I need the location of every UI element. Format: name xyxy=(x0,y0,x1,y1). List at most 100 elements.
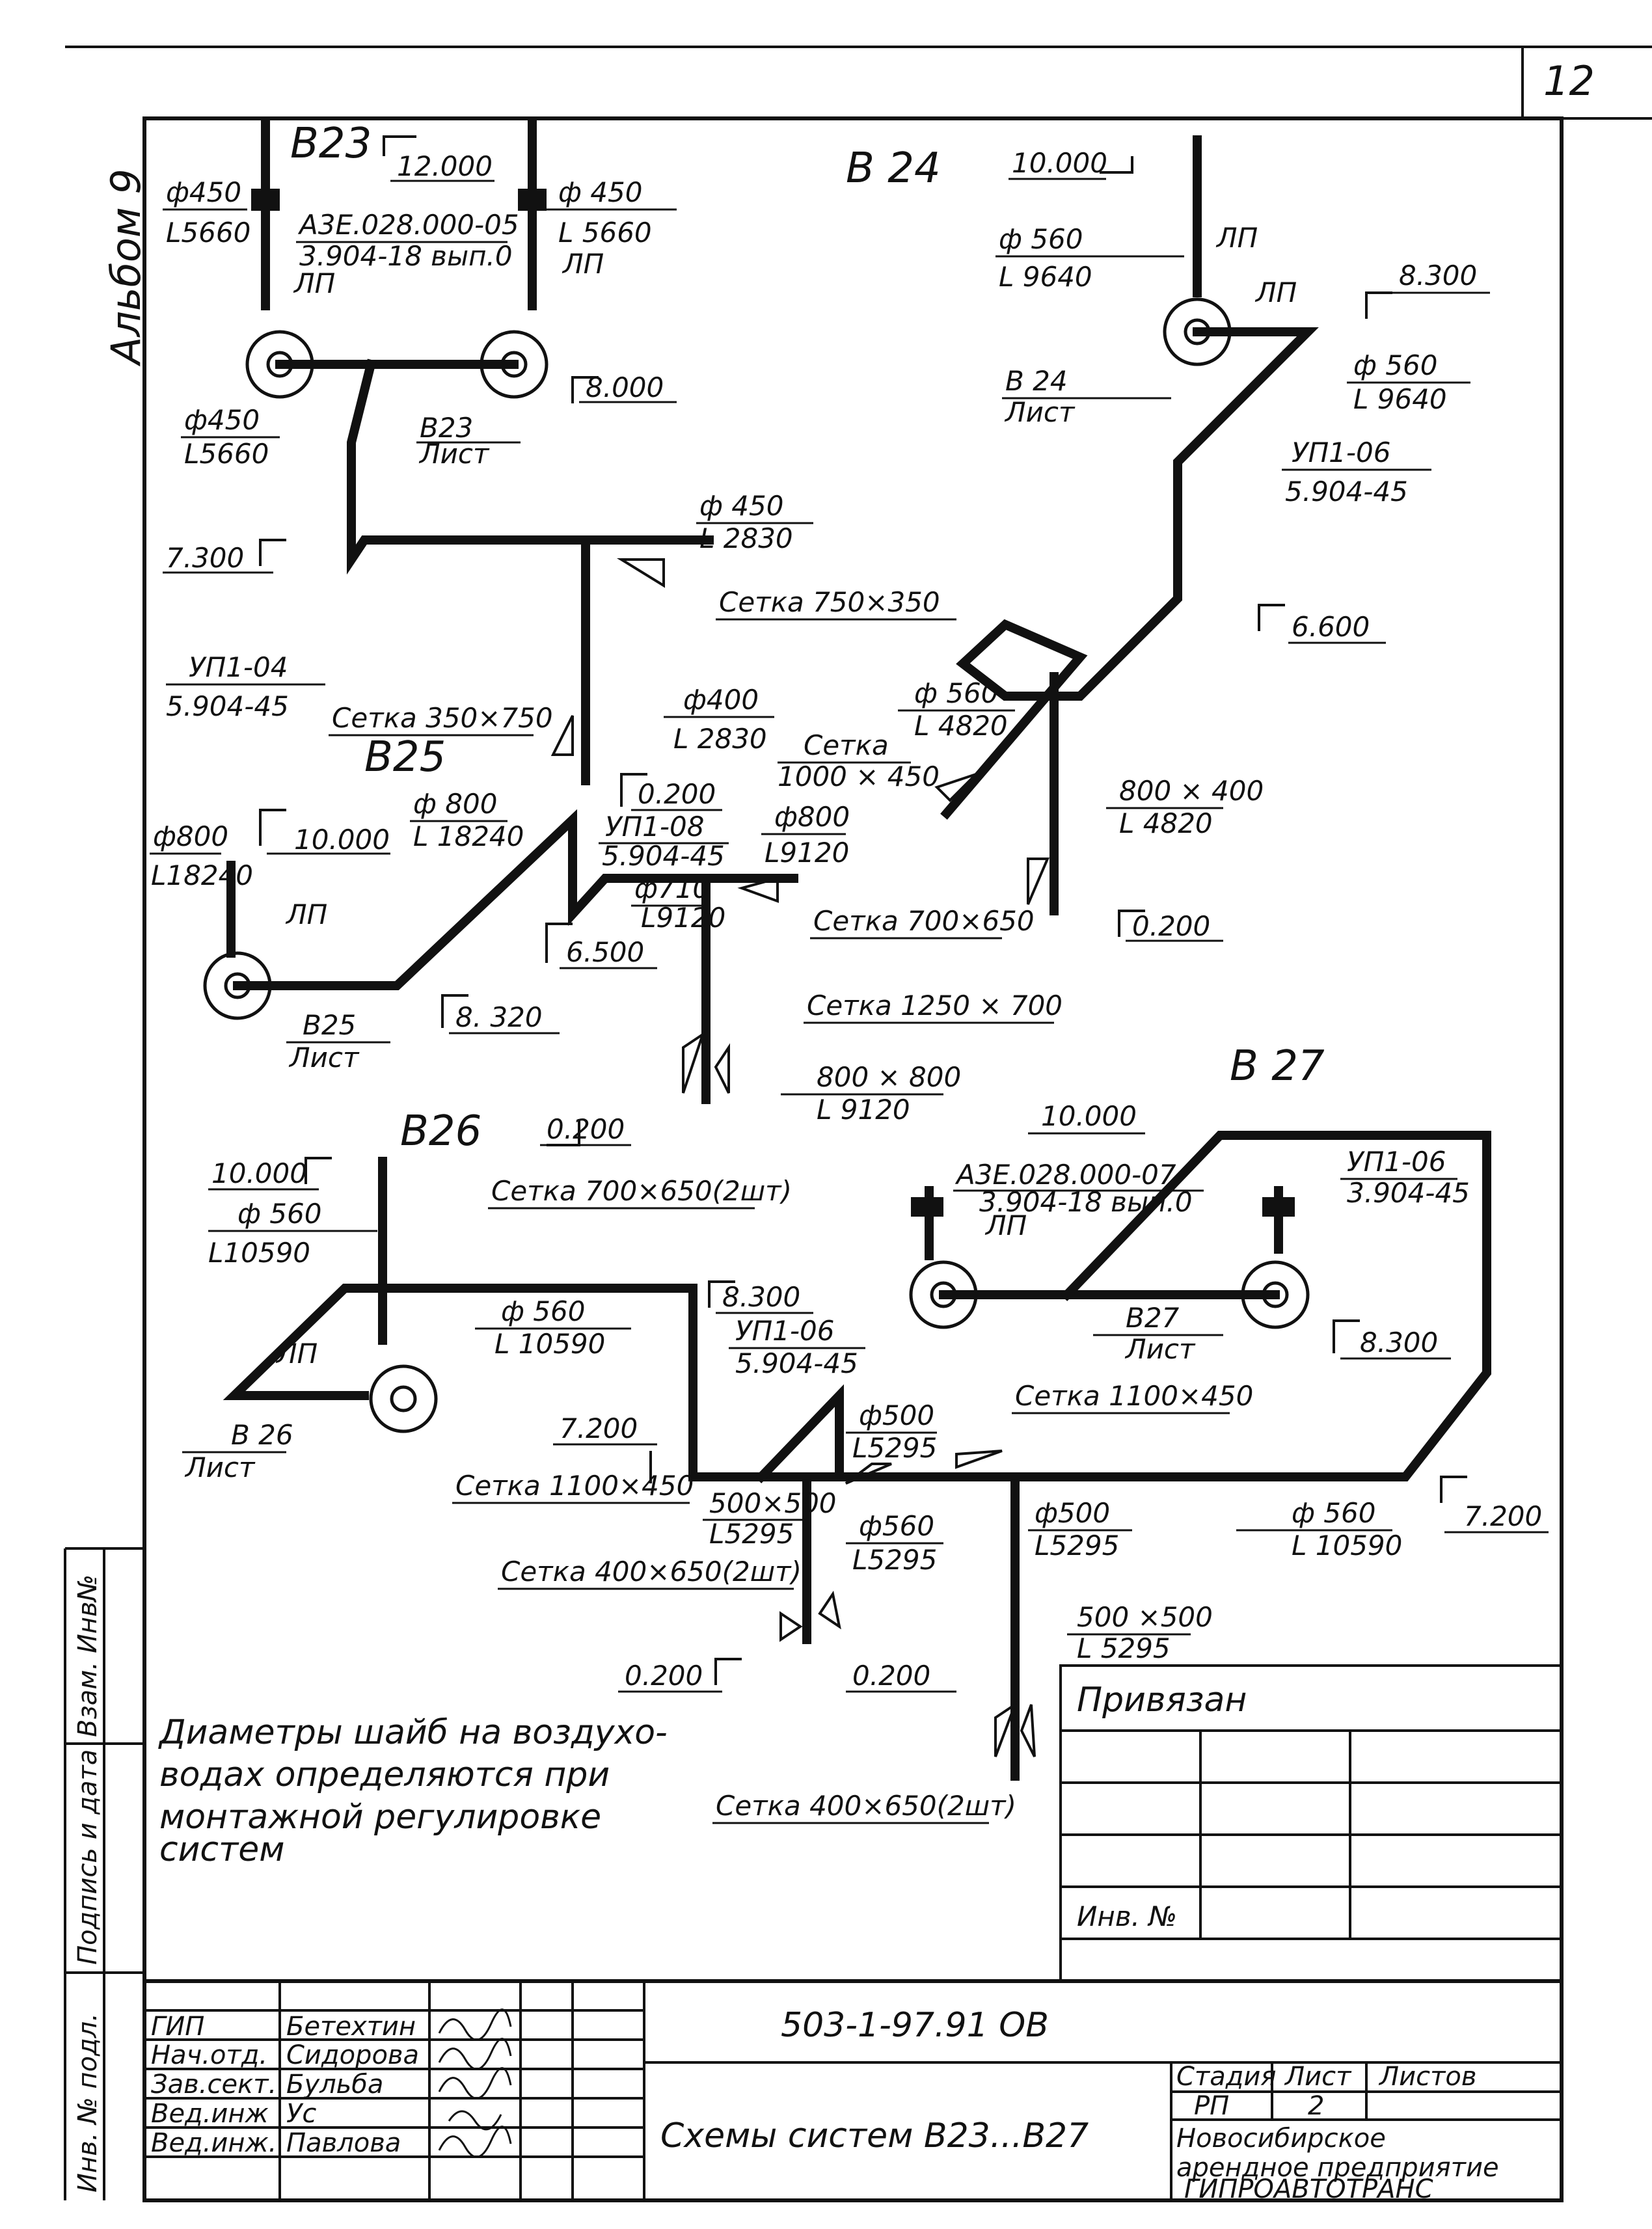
b26-L2: L 10590 xyxy=(494,1328,605,1360)
attachment-title: Привязан xyxy=(1077,1681,1247,1720)
b24-sheet-num: В 24 xyxy=(1005,365,1068,397)
b23-phi-400: ф400 xyxy=(683,684,759,716)
b24-L2: L 9640 xyxy=(1353,383,1447,415)
b23-a3e-2: 3.904-18 вып.0 xyxy=(299,240,513,272)
b23-elev8-marker xyxy=(571,376,599,403)
b27-grille-1100 xyxy=(955,1450,1003,1469)
role-3: Зав.сект. xyxy=(151,2070,277,2100)
attachment-inv: Инв. № xyxy=(1077,1900,1177,1932)
b25-L-left: L18240 xyxy=(151,859,253,891)
b27-elev-8300: 8.300 xyxy=(1360,1327,1438,1358)
side-label-inv: Инв. № подл. xyxy=(73,2013,103,2193)
name-4: Ус xyxy=(286,2099,316,2129)
role-2: Нач.отд. xyxy=(151,2040,267,2070)
b24-title: В 24 xyxy=(846,144,941,193)
b24-phi: ф 560 xyxy=(999,223,1083,255)
b24-800-400: 800 × 400 xyxy=(1119,775,1264,807)
b27-upl06: УП1-06 xyxy=(1347,1146,1446,1178)
b25-800-800: 800 × 800 xyxy=(817,1061,961,1093)
b23-title: В23 xyxy=(290,120,372,168)
b23-L-right: L 5660 xyxy=(558,217,652,249)
b26-elev02b-marker xyxy=(714,1658,742,1685)
sheets-header: Листов xyxy=(1378,2062,1476,2092)
b23-L-low: L5660 xyxy=(184,438,269,470)
b24-elev-10000: 10.000 xyxy=(1012,147,1107,179)
system-b26: В26 0.200 Сетка 700×650(2шт) 10.000 ф 56… xyxy=(182,1107,956,1693)
b23-phi-low: ф450 xyxy=(184,404,260,436)
b24-elev-0200: 0.200 xyxy=(1132,910,1210,942)
b23-elev-7300: 7.300 xyxy=(166,542,244,574)
b27-elev83-marker xyxy=(1333,1319,1360,1353)
b24-setka-1000-2: 1000 × 450 xyxy=(778,761,940,792)
b23-phi-right: ф 450 xyxy=(558,176,642,208)
b26-elev10-marker xyxy=(305,1157,332,1184)
b27-L5295b: L 5295 xyxy=(1077,1632,1171,1664)
b24-sheet-label: Лист xyxy=(1004,396,1076,428)
role-5: Вед.инж. xyxy=(151,2128,277,2158)
b26-elev-0200: 0.200 xyxy=(547,1113,625,1145)
b25-sheet-label: Лист xyxy=(288,1042,360,1074)
b26-fan-hub xyxy=(390,1385,417,1412)
b24-elev-6600: 6.600 xyxy=(1292,611,1370,643)
doc-code: 503-1-97.91 ОВ xyxy=(781,2006,1049,2045)
b25-setka-1250: Сетка 1250 × 700 xyxy=(807,990,1063,1021)
b24-main-duct xyxy=(940,327,1319,820)
b23-L-2830b: L 2830 xyxy=(673,723,767,755)
b26-elev83-marker xyxy=(708,1280,735,1308)
b26-phi560: ф560 xyxy=(859,1510,934,1542)
signature-2 xyxy=(438,2038,512,2070)
b26-L5295: L5295 xyxy=(709,1518,794,1550)
page-number: 12 xyxy=(1543,57,1595,105)
b27-L5295: L5295 xyxy=(1035,1530,1119,1561)
signature-1 xyxy=(438,2008,512,2041)
system-b27: В 27 10.000 А3Е.028.000-07 3.904-18 вып.… xyxy=(712,1042,1549,1824)
b24-phi2: ф 560 xyxy=(1353,349,1437,381)
org-line-2: арендное предприятие xyxy=(1176,2153,1499,2183)
album-label: Альбом 9 xyxy=(102,169,150,367)
b25-phi-mid: ф 800 xyxy=(413,788,497,820)
b26-phi: ф 560 xyxy=(237,1198,321,1230)
side-label-podpis: Подпись и дата xyxy=(73,1749,103,1965)
b23-elev-8000: 8.000 xyxy=(586,372,664,403)
b24-elev66-marker xyxy=(1258,604,1285,631)
b25-elev10-marker xyxy=(259,809,286,846)
b23-lp-right: ЛП xyxy=(562,248,604,280)
b25-elev02-marker xyxy=(620,773,647,807)
b24-elev02-marker xyxy=(1118,910,1145,937)
name-3: Бульба xyxy=(286,2070,383,2100)
b25-elev-10000: 10.000 xyxy=(294,824,390,856)
b24-setka-700: Сетка 700×650 xyxy=(813,905,1035,937)
name-1: Бетехтин xyxy=(286,2012,416,2042)
b27-a3e: А3Е.028.000-07 xyxy=(955,1159,1176,1191)
b23-setka-350: Сетка 350×750 xyxy=(332,702,553,734)
b26-sheet-num: В 26 xyxy=(231,1419,293,1451)
b26-L5295b: L5295 xyxy=(852,1544,937,1576)
b27-phi560: ф 560 xyxy=(1292,1497,1375,1529)
b27-500-500: 500 ×500 xyxy=(1077,1601,1213,1633)
b26-elev-0200b: 0.200 xyxy=(625,1660,703,1692)
b24-L: L 9640 xyxy=(999,261,1092,293)
b25-grille-right xyxy=(714,1043,730,1094)
org-line-3: ГИПРОАВТОТРАНС xyxy=(1184,2174,1433,2204)
b23-upl04-2: 5.904-45 xyxy=(166,690,289,722)
b27-sheet-num: В27 xyxy=(1126,1302,1180,1334)
sheet-value: 2 xyxy=(1308,2091,1324,2121)
note-line-2: водах определяются при xyxy=(159,1755,610,1794)
b27-sheet-label: Лист xyxy=(1124,1333,1196,1365)
drawing-title: Схемы систем В23...В27 xyxy=(660,2116,1089,2155)
b24-setka-1000: Сетка xyxy=(804,729,889,761)
b27-title: В 27 xyxy=(1230,1042,1325,1090)
b23-a3e: А3Е.028.000-05 xyxy=(297,209,519,241)
note-line-4: систем xyxy=(159,1830,285,1869)
b25-phi-r: ф800 xyxy=(774,801,850,833)
b26-upl06: УП1-06 xyxy=(735,1315,835,1347)
b24-lp-2: ЛП xyxy=(1254,277,1297,308)
b24-upl06: УП1-06 xyxy=(1292,437,1391,468)
b23-elev-12000: 12.000 xyxy=(397,150,493,182)
b27-phi500: ф500 xyxy=(1035,1497,1110,1529)
b25-L-r: L9120 xyxy=(765,837,849,869)
b27-damper-right xyxy=(1262,1197,1295,1217)
b27-elev-10000: 10.000 xyxy=(1041,1100,1137,1132)
b25-elev65-marker xyxy=(545,923,573,963)
b23-setka-750: Сетка 750×350 xyxy=(719,586,940,618)
